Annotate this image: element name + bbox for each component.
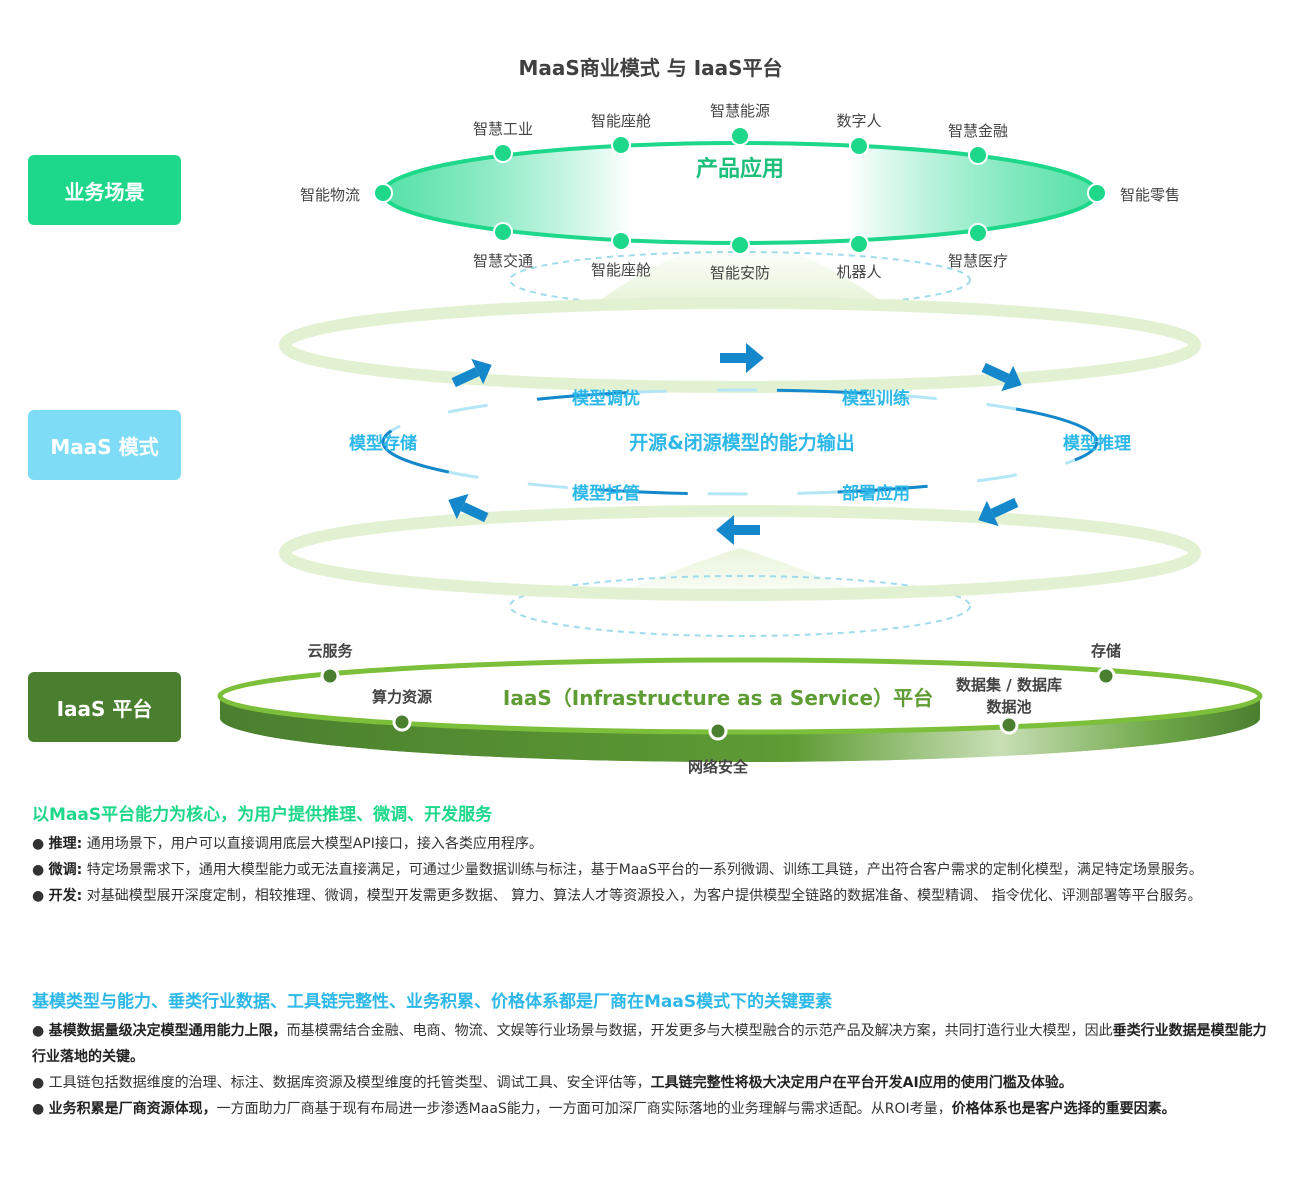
- bullet-develop: ● 开发: 对基础模型展开深度定制，相较推理、微调，模型开发需更多数据、 算力、…: [32, 888, 1202, 904]
- lower-maas-ring: [279, 505, 1201, 601]
- arrow-icon: [716, 515, 760, 545]
- flow-arrows: [448, 343, 1022, 545]
- maas-mode-label: MaaS 模式: [28, 410, 181, 480]
- product-dot: [611, 135, 631, 155]
- bullet-base-model: ● 基模数据量级决定模型通用能力上限，而基模需结合金融、电商、物流、文娱等行业场…: [32, 1023, 1267, 1065]
- bullet-inference: ● 推理: 通用场景下，用户可以直接调用底层大模型API接口，接入各类应用程序。: [32, 836, 543, 852]
- product-dot: [849, 234, 869, 254]
- product-item: 智能零售: [1120, 186, 1180, 204]
- iaas-item: 存储: [1091, 642, 1121, 660]
- maas-center-label: 开源&闭源模型的能力输出: [629, 431, 855, 454]
- iaas-dots: [320, 666, 1116, 741]
- arrow-icon: [720, 343, 764, 373]
- bullet-toolchain: ● 工具链包括数据维度的治理、标注、数据库资源及模型维度的托管类型、调试工具、安…: [32, 1075, 1073, 1091]
- product-item: 智慧金融: [948, 122, 1008, 140]
- iaas-platform-top: [217, 657, 1263, 735]
- product-item: 智能安防: [710, 264, 770, 282]
- business-scene-label: 业务场景: [28, 155, 181, 225]
- product-item: 智慧医疗: [948, 252, 1008, 270]
- product-dot: [730, 126, 750, 146]
- page-title: MaaS商业模式 与 IaaS平台: [518, 56, 783, 80]
- maas-item: 模型训练: [842, 388, 910, 409]
- iaas-dot: [320, 666, 340, 686]
- bullet-business: ● 业务积累是厂商资源体现，一方面助力厂商基于现有布局进一步渗透MaaS能力，一…: [32, 1101, 1176, 1117]
- product-dot: [493, 143, 513, 163]
- maas-item: 模型推理: [1063, 433, 1131, 454]
- iaas-item: 云服务: [307, 642, 353, 660]
- product-dot: [849, 136, 869, 156]
- product-item: 智慧交通: [473, 252, 533, 270]
- product-item: 智能物流: [300, 186, 360, 204]
- maas-ring-dark: [381, 388, 1099, 496]
- maas-iaas-diagram: 智慧工业 智能座舱 智慧能源 数字人 智慧金融 智能物流 智能零售 智慧交通 智…: [217, 102, 1263, 776]
- product-item: 智能座舱: [591, 261, 651, 279]
- maas-item: 模型存储: [349, 433, 417, 454]
- iaas-platform-label: IaaS 平台: [28, 672, 181, 742]
- arrow-icon: [448, 493, 489, 523]
- product-item: 机器人: [836, 263, 881, 281]
- section-maas-services: 以MaaS平台能力为核心，为用户提供推理、微调、开发服务 ● 推理: 通用场景下…: [28, 800, 1280, 964]
- arrow-icon: [981, 362, 1022, 392]
- iaas-dot: [708, 721, 728, 741]
- section-heading: 基模类型与能力、垂类行业数据、工具链完整性、业务积累、价格体系都是厂商在MaaS…: [32, 992, 833, 1012]
- product-dot: [968, 223, 988, 243]
- product-item: 数字人: [836, 112, 881, 130]
- bullet-finetune: ● 微调: 特定场景需求下，通用大模型能力或无法直接满足，可通过少量数据训练与标…: [32, 862, 1203, 878]
- product-dots: [373, 126, 1107, 255]
- product-item: 智慧能源: [710, 102, 770, 120]
- product-center-label: 产品应用: [696, 156, 784, 182]
- upper-maas-ring: [279, 297, 1201, 393]
- iaas-item: 数据池: [986, 698, 1031, 716]
- iaas-dot: [1096, 666, 1116, 686]
- product-dot: [968, 145, 988, 165]
- product-dot: [373, 183, 393, 203]
- maas-item: 部署应用: [842, 483, 910, 504]
- section-key-factors: 基模类型与能力、垂类行业数据、工具链完整性、业务积累、价格体系都是厂商在MaaS…: [28, 987, 1280, 1143]
- product-item: 智慧工业: [473, 120, 533, 138]
- product-item: 智能座舱: [591, 112, 651, 130]
- section-band: [28, 927, 1280, 961]
- iaas-dot: [392, 712, 412, 732]
- upper-cone: [600, 248, 880, 300]
- iaas-item: 算力资源: [372, 688, 432, 706]
- arrow-icon: [978, 497, 1019, 527]
- maas-item: 模型调优: [572, 388, 640, 409]
- iaas-dot: [999, 715, 1019, 735]
- product-dot: [493, 222, 513, 242]
- iaas-center-label: IaaS（Infrastructure as a Service）平台: [503, 686, 933, 710]
- product-dot: [611, 231, 631, 251]
- section-heading: 以MaaS平台能力为核心，为用户提供推理、微调、开发服务: [32, 805, 493, 825]
- product-dot: [1087, 183, 1107, 203]
- lower-dashed-ring: [509, 575, 971, 637]
- product-dot: [730, 235, 750, 255]
- iaas-item: 数据集 / 数据库: [956, 676, 1062, 694]
- arrow-icon: [451, 358, 492, 388]
- maas-item: 模型托管: [572, 483, 640, 504]
- lower-cone: [600, 548, 880, 600]
- iaas-item: 网络安全: [688, 758, 749, 776]
